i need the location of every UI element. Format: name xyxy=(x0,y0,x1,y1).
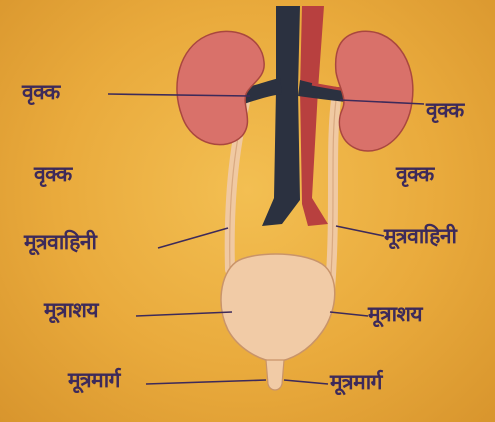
label-right-bladder: मूत्राशय xyxy=(368,300,422,328)
label-right-kidney-1: वृक्क xyxy=(426,96,464,124)
label-left-ureter: मूत्रवाहिनी xyxy=(24,228,96,256)
pointer-line-l4 xyxy=(136,312,232,316)
pointer-line-r5 xyxy=(284,380,328,384)
label-right-urethra: मूत्रमार्ग xyxy=(330,368,382,396)
label-left-bladder: मूत्राशय xyxy=(44,296,98,324)
vena-cava xyxy=(262,6,300,226)
label-right-ureter: मूत्रवाहिनी xyxy=(384,222,456,250)
label-right-kidney-2: वृक्क xyxy=(396,160,434,188)
aorta xyxy=(300,6,328,226)
label-left-kidney-2: वृक्क xyxy=(34,160,72,188)
label-left-urethra: मूत्रमार्ग xyxy=(68,366,120,394)
urethra xyxy=(266,360,284,390)
label-left-kidney-1: वृक्क xyxy=(22,78,60,106)
pointer-line-l5 xyxy=(146,380,266,384)
right-kidney xyxy=(336,31,413,151)
bladder xyxy=(221,254,335,362)
pointer-line-r3 xyxy=(336,226,384,236)
pointer-line-r4 xyxy=(330,312,368,316)
pointer-line-l3 xyxy=(158,228,228,248)
